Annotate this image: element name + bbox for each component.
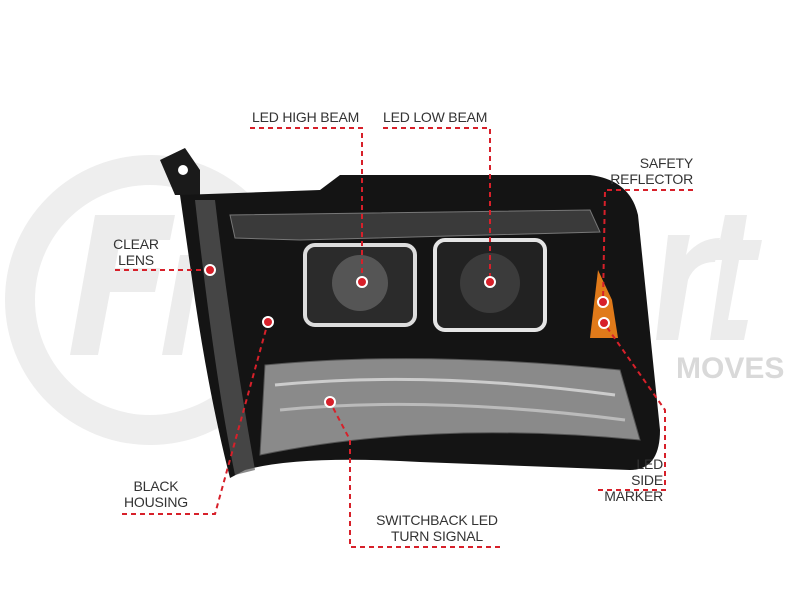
label-line: HOUSING xyxy=(124,494,188,510)
label-led-high-beam: LED HIGH BEAM xyxy=(252,109,360,125)
callout-dots xyxy=(204,264,610,408)
label-line: SWITCHBACK LED xyxy=(376,512,498,528)
label-line: CLEAR xyxy=(113,236,159,252)
turn-signal-bar xyxy=(259,358,641,456)
label-line: LED xyxy=(636,456,663,472)
leader-lines xyxy=(115,127,693,548)
label-black-housing: BLACK HOUSING xyxy=(118,478,194,510)
label-line: LENS xyxy=(118,252,154,268)
watermark-tagline: MOVES xyxy=(676,352,785,385)
label-line: BLACK xyxy=(133,478,179,494)
label-line: TURN SIGNAL xyxy=(391,528,483,544)
label-line: SIDE MARKER xyxy=(604,472,663,504)
label-led-low-beam: LED LOW BEAM xyxy=(383,109,488,125)
label-line: SAFETY xyxy=(639,155,693,171)
label-led-side-marker: LED SIDE MARKER xyxy=(580,456,663,504)
upper-led-strip xyxy=(229,209,601,241)
label-line: REFLECTOR xyxy=(610,171,693,187)
label-switchback-turn-signal: SWITCHBACK LED TURN SIGNAL xyxy=(372,512,502,544)
label-clear-lens: CLEAR LENS xyxy=(108,236,164,268)
label-safety-reflector: SAFETY REFLECTOR xyxy=(600,155,693,187)
